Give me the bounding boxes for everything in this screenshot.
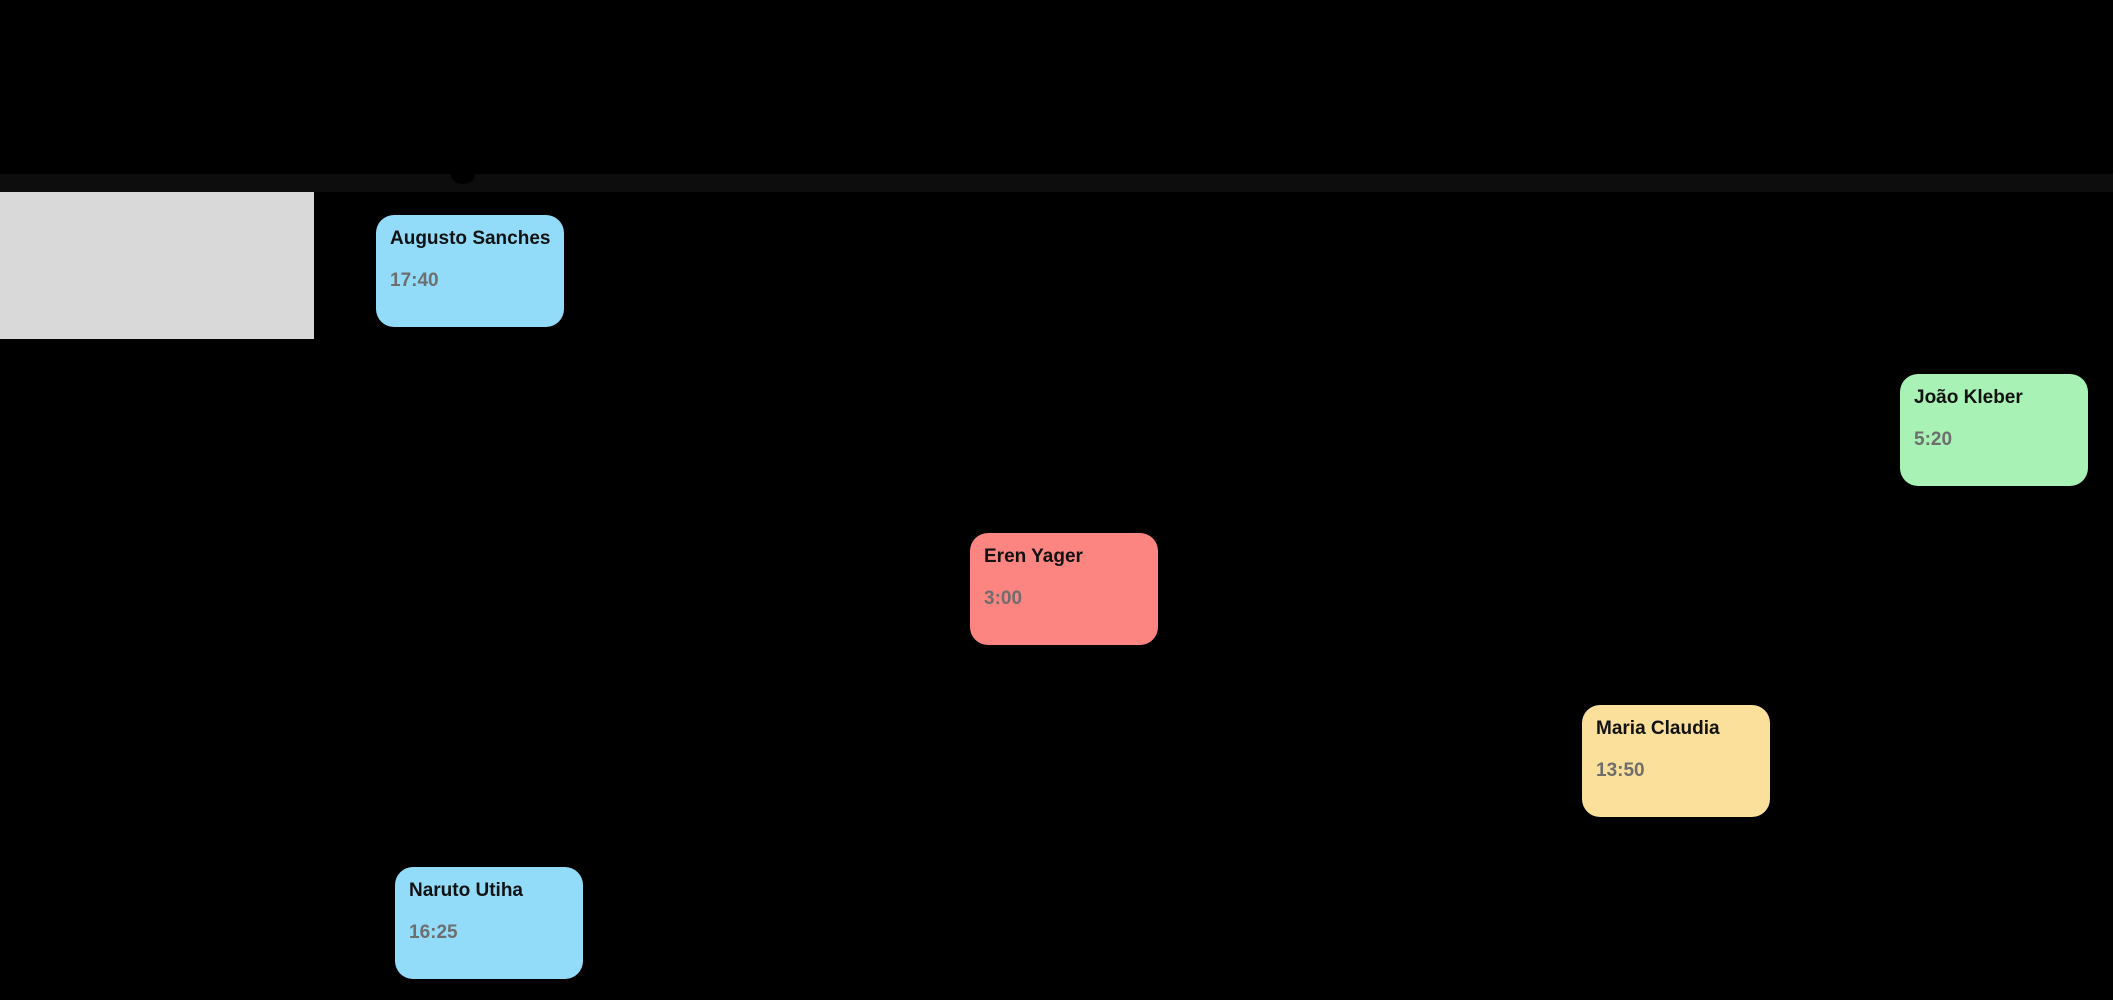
tab-strip-notch <box>451 166 475 184</box>
card-person-name: Maria Claudia <box>1596 718 1720 739</box>
appointment-card[interactable]: João Kleber 5:20 <box>1900 374 2088 486</box>
gray-placeholder-panel <box>0 192 314 339</box>
appointment-card[interactable]: Eren Yager 3:00 <box>970 533 1158 645</box>
card-time: 3:00 <box>984 588 1023 609</box>
card-person-name: João Kleber <box>1914 387 2023 408</box>
appointment-card[interactable]: Maria Claudia 13:50 <box>1582 705 1770 817</box>
card-person-name: Eren Yager <box>984 546 1083 567</box>
card-time: 17:40 <box>390 270 439 291</box>
card-person-name: Naruto Utiha <box>409 880 523 901</box>
appointment-card[interactable]: Naruto Utiha 16:25 <box>395 867 583 979</box>
card-time: 13:50 <box>1596 760 1645 781</box>
window-tab-strip <box>0 166 2113 192</box>
card-time: 16:25 <box>409 922 458 943</box>
card-time: 5:20 <box>1914 429 1953 450</box>
card-person-name: Augusto Sanches <box>390 228 551 249</box>
appointment-card[interactable]: Augusto Sanches 17:40 <box>376 215 564 327</box>
